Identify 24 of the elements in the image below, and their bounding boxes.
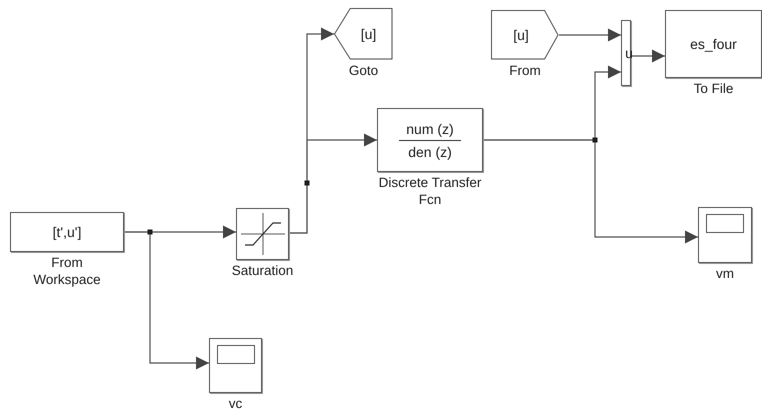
block-caption: Discrete Transfer Fcn xyxy=(378,175,482,209)
scope-block xyxy=(698,207,752,263)
signal-arrow xyxy=(289,134,377,234)
signal-arrow xyxy=(124,231,209,370)
block-caption: From xyxy=(508,63,542,80)
from-workspace-block xyxy=(10,212,124,252)
signal-arrow xyxy=(559,28,621,42)
block-caption: vm xyxy=(715,266,735,283)
block-caption: Saturation xyxy=(230,263,294,280)
to-file-block xyxy=(665,10,762,78)
block-text: [u] xyxy=(513,27,529,43)
numerator-text: num (z) xyxy=(406,120,454,136)
signal-arrow xyxy=(483,139,698,244)
block-caption: Goto xyxy=(348,63,380,80)
scope-block xyxy=(209,338,262,393)
block-caption: From Workspace xyxy=(32,255,102,289)
block-caption: To File xyxy=(692,81,734,98)
block-text: [t',u'] xyxy=(52,224,82,240)
block-text: [u] xyxy=(360,26,376,42)
transfer-function-block xyxy=(377,108,483,172)
block-text: es_four xyxy=(690,36,737,52)
denominator-text: den (z) xyxy=(408,144,452,160)
signal-arrow xyxy=(631,50,665,62)
block-caption: vc xyxy=(228,396,244,413)
